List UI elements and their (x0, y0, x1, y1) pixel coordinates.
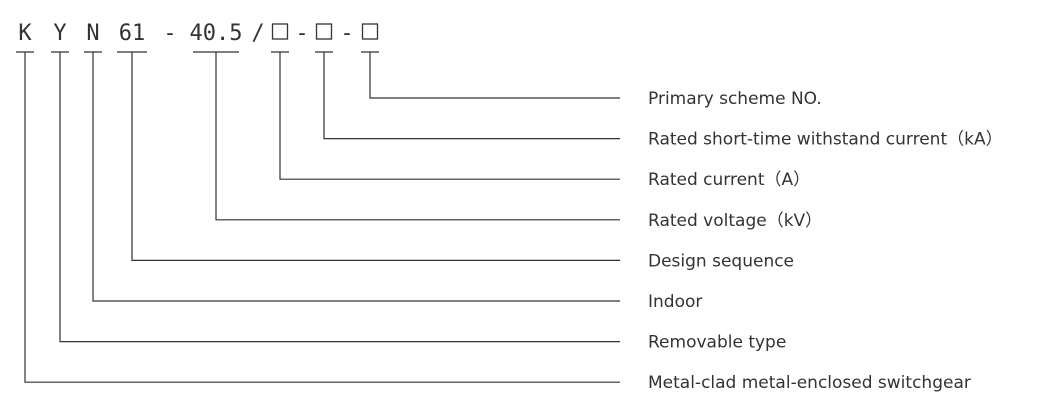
code-token-k: K (18, 21, 32, 46)
description-label-seq: Design sequence (648, 251, 794, 271)
description-label-volt: Rated voltage（kV） (648, 211, 822, 231)
description-label-y: Removable type (648, 333, 786, 353)
leader-line-box3 (369, 52, 620, 99)
code-token-y: Y (53, 21, 66, 46)
leader-line-volt (215, 52, 620, 221)
code-placeholder-box-box1 (271, 23, 289, 40)
leader-line-seq (131, 52, 620, 261)
description-list: Primary scheme NO. Rated short-time withs… (648, 89, 1003, 393)
description-label-k: Metal-clad metal-enclosed switchgear (648, 373, 971, 393)
code-placeholder-box-box2 (315, 23, 333, 40)
description-label-box1: Rated current（A） (648, 170, 810, 190)
leader-line-box1 (279, 52, 620, 180)
code-token-dash3: - (340, 21, 353, 46)
description-label-n: Indoor (648, 292, 702, 312)
code-token-volt: 40.5 (190, 21, 243, 46)
leader-lines (16, 51, 620, 383)
code-token-n: N (86, 21, 99, 46)
description-label-box3: Primary scheme NO. (648, 89, 822, 109)
code-token-slash: / (251, 21, 264, 46)
code-token-seq: 61 (119, 21, 146, 46)
leader-line-n (92, 52, 620, 302)
code-placeholder-box-box3 (361, 23, 379, 40)
code-token-dash2: - (295, 21, 308, 46)
leader-line-box2 (323, 52, 620, 140)
description-label-box2: Rated short-time withstand current（kA） (648, 130, 1003, 150)
code-token-dash1: - (163, 21, 176, 46)
leader-line-k (24, 52, 620, 383)
leader-line-y (59, 52, 620, 343)
